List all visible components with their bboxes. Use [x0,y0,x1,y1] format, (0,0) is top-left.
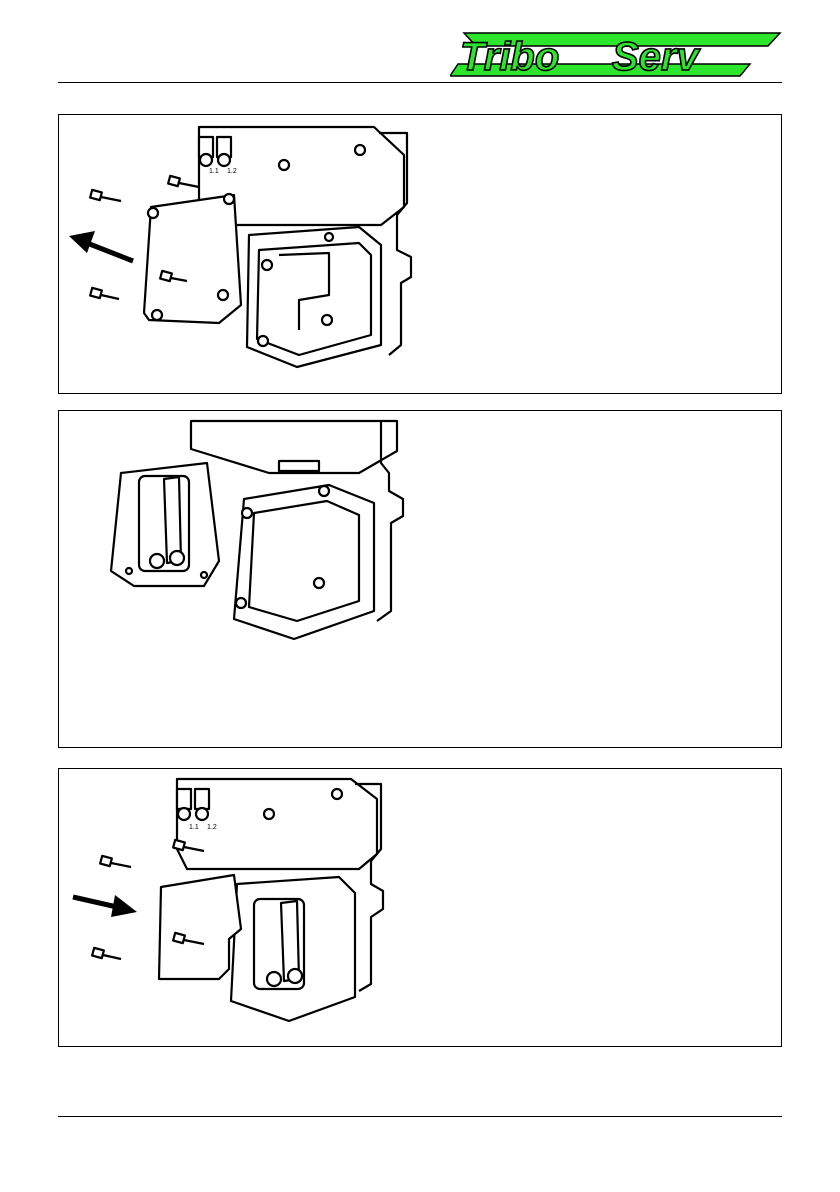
footer-rule [58,1116,782,1117]
figure-remove-cover: 1.1 1.2 [59,115,781,393]
connector-label: 1.1 [209,168,219,175]
figure-panel-remove-cartridge [58,410,782,748]
figure-panel-install-cover: 1.1 1.2 [58,768,782,1047]
figure-remove-cartridge [59,411,781,747]
figure-install-cover: 1.1 1.2 [59,769,781,1046]
triboserv-logo: Tribo Serv [450,30,782,78]
connector-label: 1.1 [189,824,199,831]
logo-text-tribo: Tribo [460,35,559,78]
header-rule [58,82,782,83]
connector-label: 1.2 [227,168,237,175]
logo-text-serv: Serv [612,35,701,78]
connector-label: 1.2 [207,824,217,831]
figure-panel-remove-cover: 1.1 1.2 [58,114,782,394]
